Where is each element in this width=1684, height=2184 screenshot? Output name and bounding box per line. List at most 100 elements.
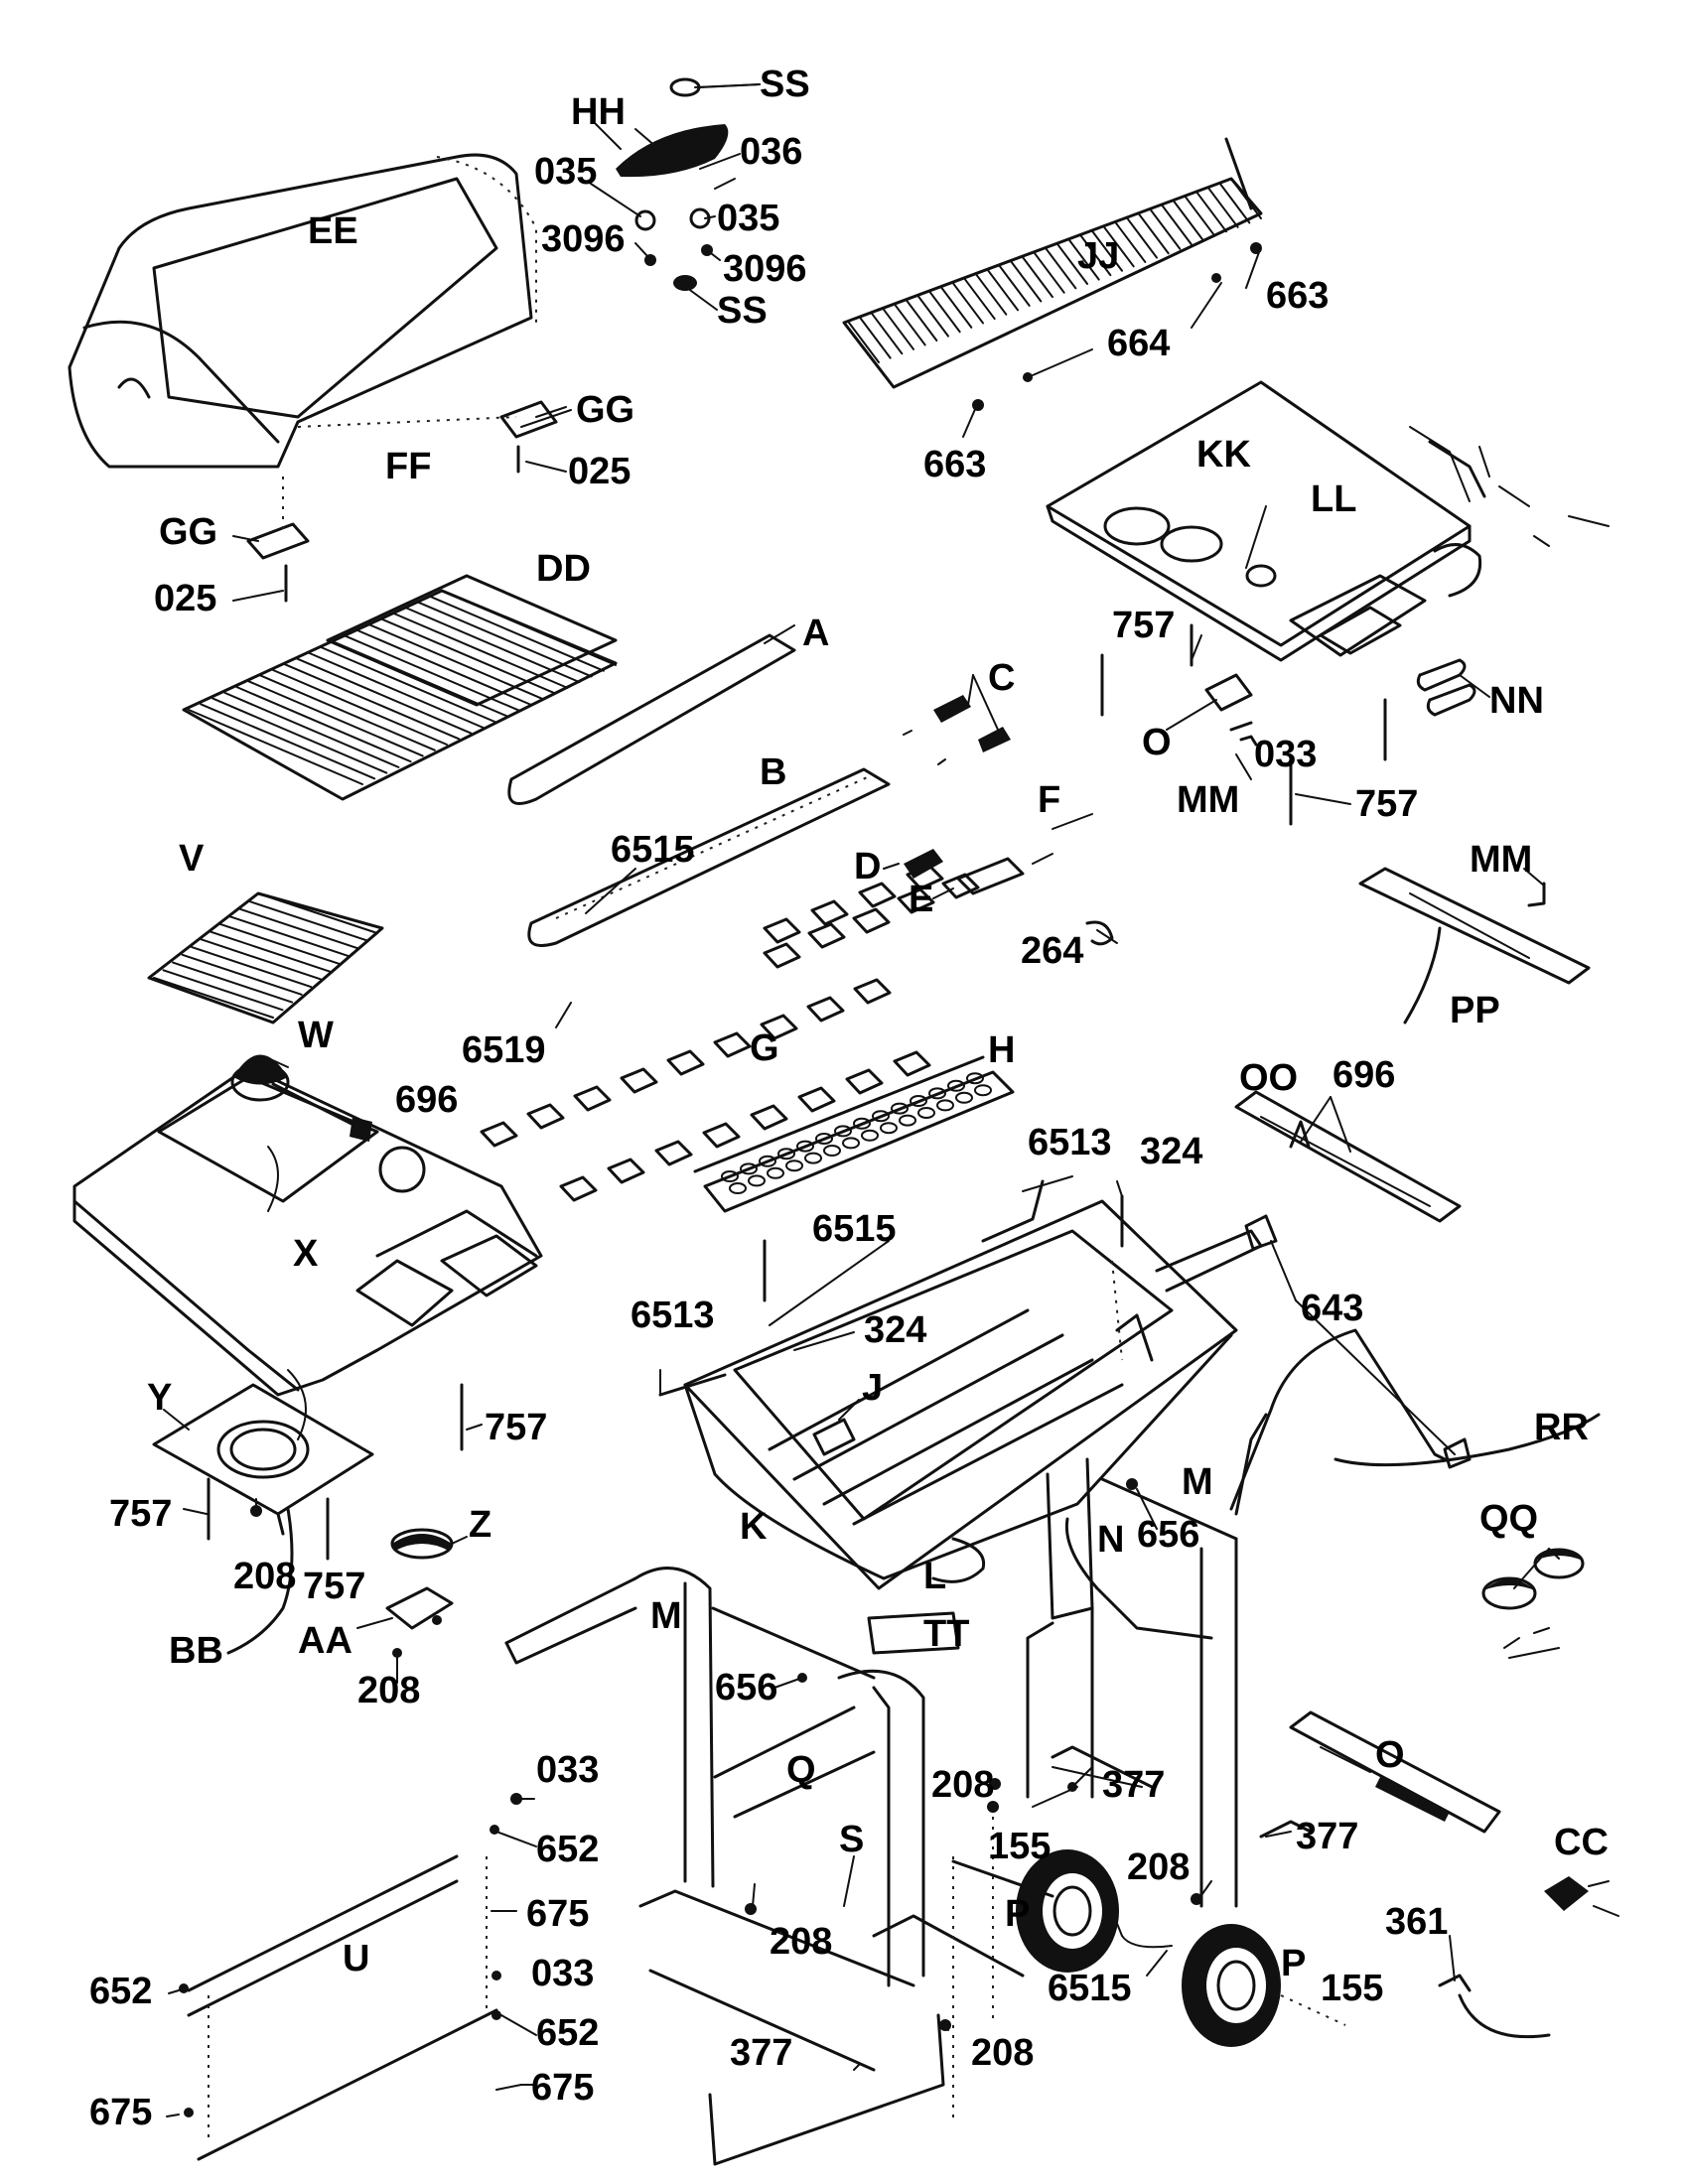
burner-port (815, 1133, 833, 1145)
burner-port (917, 1107, 935, 1119)
rack-bar (848, 322, 880, 363)
control-module-o (1289, 1710, 1501, 1834)
label-696b: 696 (1333, 1054, 1395, 1096)
label-LL: LL (1311, 478, 1356, 520)
warming-rack-jj (842, 137, 1263, 411)
label-GG_l: GG (159, 511, 217, 553)
briquette-tile (480, 1121, 518, 1148)
grate-bar (404, 607, 581, 684)
grate-bar (259, 674, 436, 751)
grate-bar (218, 922, 341, 965)
label-GG_r: GG (576, 389, 634, 431)
briquette-tile (897, 887, 935, 914)
hinge-gg-left (246, 477, 310, 603)
burner-port (899, 1114, 916, 1127)
label-W: W (298, 1015, 334, 1056)
label-NN: NN (1489, 680, 1544, 722)
wheel-p-left (951, 1849, 1119, 1973)
briquette-tile (607, 1158, 645, 1184)
burner-port (955, 1091, 973, 1104)
rack-bar (1172, 199, 1204, 241)
label-663b: 663 (923, 444, 986, 485)
grate-bar (284, 663, 461, 741)
label-N: N (1097, 1519, 1124, 1561)
label-155b: 155 (1321, 1968, 1383, 2009)
briquette-tile (797, 1086, 836, 1113)
label-S: S (839, 1819, 864, 1860)
front-panel-u (187, 1854, 498, 2161)
burner-port (947, 1079, 965, 1092)
bolts-757 (207, 623, 1387, 1561)
igniter-c (903, 695, 1011, 765)
part-labels: SS HH 036 035 035 3096 3096 SS EE JJ 663… (89, 64, 1609, 2133)
label-M_r: M (1182, 1461, 1213, 1503)
rack-bar (1045, 247, 1077, 290)
burner-port (853, 1117, 871, 1130)
rack-bar (1056, 242, 1088, 285)
burner-port (777, 1148, 795, 1160)
label-3096b: 3096 (723, 248, 807, 290)
caps-643 (1244, 1214, 1472, 1469)
side-burner-x (72, 1065, 543, 1397)
label-757a: 757 (1112, 605, 1175, 646)
label-H: H (988, 1029, 1015, 1071)
grate-bar (200, 703, 376, 780)
label-377a: 377 (1102, 1764, 1165, 1806)
warming-grate-v (147, 891, 384, 1024)
misc-n-l-tt-rr (867, 1413, 1601, 1655)
label-RR: RR (1534, 1407, 1589, 1448)
label-6515a: 6515 (611, 829, 695, 871)
label-652c: 652 (536, 2012, 599, 2054)
burner-port (936, 1099, 954, 1112)
label-656a: 656 (1137, 1514, 1199, 1556)
grate-bar (416, 601, 593, 678)
rack-bar (1149, 207, 1182, 250)
label-P_r: P (1281, 1943, 1306, 1984)
grate-bar (441, 590, 617, 666)
label-CC: CC (1554, 1822, 1609, 1863)
grate-bar (223, 691, 400, 768)
briquettes-g (480, 864, 980, 1202)
label-JJ: JJ (1077, 235, 1119, 277)
label-663a: 663 (1266, 275, 1329, 317)
flame-tamers-a-b (507, 633, 891, 947)
label-HH: HH (571, 91, 626, 133)
rack-bar (1091, 229, 1123, 272)
label-033b: 033 (536, 1749, 599, 1791)
label-6513b: 6513 (631, 1295, 715, 1336)
label-O_bot: O (1375, 1734, 1405, 1776)
label-652b: 652 (89, 1971, 152, 2012)
bracket-oo (1234, 1090, 1462, 1223)
rack-bar (998, 264, 1031, 307)
label-643: 643 (1301, 1288, 1363, 1329)
briquette-tile (893, 1050, 931, 1077)
rack-bar (1079, 234, 1112, 277)
rack-bar (1137, 212, 1170, 255)
label-BB: BB (169, 1630, 223, 1672)
burner-port (928, 1087, 946, 1100)
label-264: 264 (1021, 930, 1083, 972)
cooking-grates-dd (182, 574, 618, 801)
label-O_top: O (1142, 722, 1172, 763)
grate-bar (247, 899, 369, 942)
grate-bar (237, 907, 359, 950)
label-6515c: 6515 (1048, 1968, 1132, 2009)
label-757c: 757 (485, 1407, 547, 1448)
control-panel-kk (1046, 380, 1610, 662)
burner-port (823, 1145, 841, 1157)
burner-port (910, 1095, 927, 1107)
label-6519: 6519 (462, 1029, 546, 1071)
label-377c: 377 (730, 2032, 792, 2074)
label-SS_bot: SS (717, 290, 768, 332)
rack-bar (940, 286, 973, 329)
label-D: D (854, 846, 881, 887)
briquette-tile (620, 1067, 658, 1094)
burner-port (721, 1170, 739, 1182)
burner-port (872, 1110, 890, 1123)
rack-bar (928, 291, 961, 334)
label-G: G (750, 1027, 779, 1069)
briquette-tile (573, 1085, 612, 1112)
grate-bar (181, 953, 303, 996)
burner-port (767, 1166, 784, 1179)
rack-bar (883, 308, 914, 350)
